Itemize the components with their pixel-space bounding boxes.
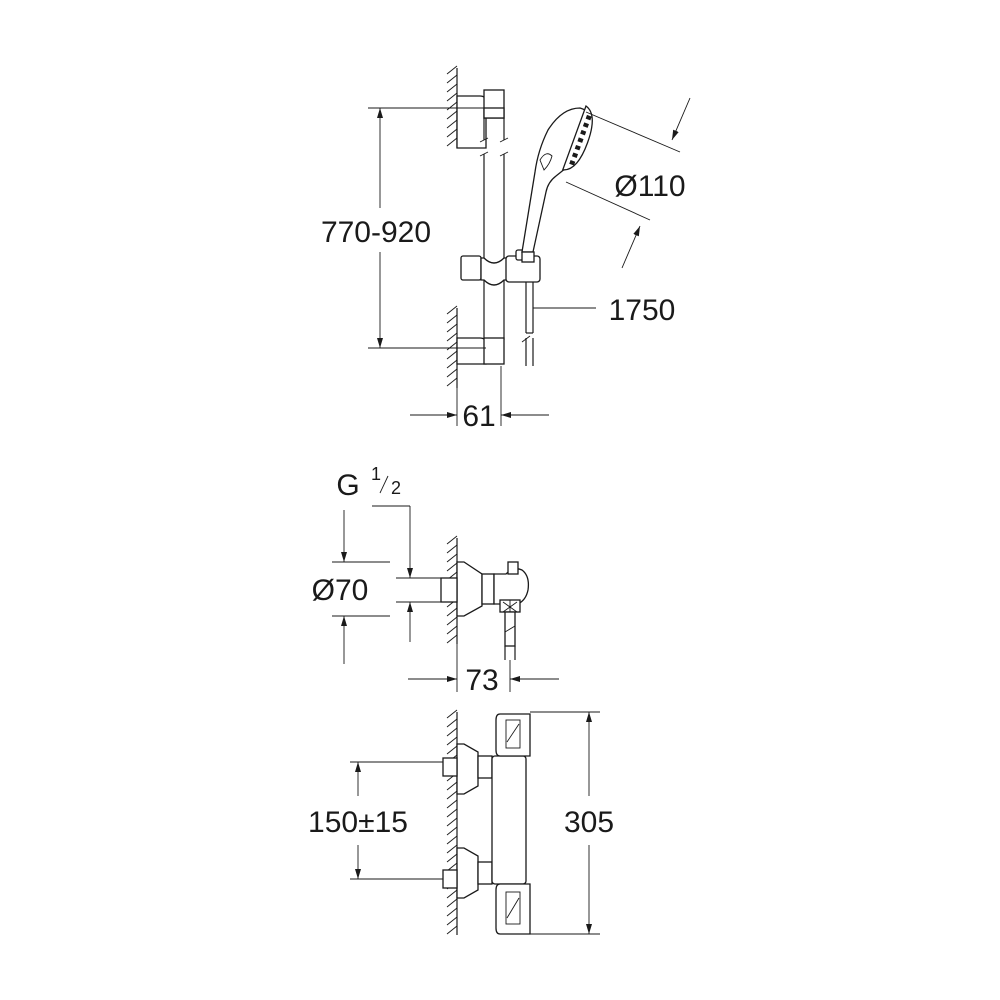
spray-nozzle [577,137,584,143]
hatch-stroke [446,607,458,617]
lower-wall-bracket [456,337,505,365]
hatch-stroke [446,65,458,75]
hatch-stroke [446,853,458,863]
hatch-stroke [446,553,458,563]
thread-letter: G [336,469,359,502]
hatch-stroke [446,817,458,827]
hatch-stroke [446,119,458,129]
shower-set-view: 770-920 Ø110 1750 61 [321,65,691,433]
hatch-stroke [446,736,458,746]
hatch-stroke [446,925,458,935]
spray-nozzle [585,114,592,121]
hatch-stroke [446,790,458,800]
spray-nozzle [582,122,589,128]
dimension-hose-length: 1750 [533,294,675,327]
hatch-stroke [446,808,458,818]
hatch-stroke [446,625,458,635]
hatch-stroke [446,110,458,120]
dimension-body-height: 305 [530,711,614,935]
hatch-stroke [446,128,458,138]
escutcheon-diameter-label: Ø70 [312,574,369,607]
hatch-stroke [446,799,458,809]
hatch-stroke [446,781,458,791]
hatch-stroke [446,323,458,333]
hatch-stroke [446,359,458,369]
hatch-stroke [446,332,458,342]
spray-nozzle [580,129,587,136]
hatch-stroke [446,898,458,908]
hatch-stroke [446,314,458,324]
hatch-stroke [446,835,458,845]
hatch-stroke [446,535,458,545]
hatch-stroke [446,826,458,836]
wall-hatch-upper [446,65,458,148]
upper-wall-bracket [456,89,505,149]
rail-depth-label: 61 [462,400,495,433]
hatch-stroke [446,101,458,111]
dimension-escutcheon-diameter: Ø70 [312,510,390,664]
hatch-stroke [446,74,458,84]
hatch-stroke [446,634,458,644]
hatch-stroke [446,377,458,387]
upper-inlet-escutcheon [442,743,493,795]
thermostat-body [491,713,531,935]
hatch-stroke [446,718,458,728]
body-height-label: 305 [564,806,614,839]
dimension-inlet-spacing: 150±15 [308,761,443,880]
hatch-stroke [446,616,458,626]
head-diameter-label: Ø110 [614,170,685,203]
thread-numerator: 1 [371,464,381,484]
dimension-thread: G 1 2 [336,464,441,642]
hatch-stroke [446,341,458,351]
shower-hose [521,282,534,366]
spray-nozzle [574,144,581,151]
hatch-stroke [446,916,458,926]
hand-shower [521,104,593,263]
hatch-stroke [446,368,458,378]
hatch-stroke [446,562,458,572]
spray-nozzle [571,152,579,158]
dimension-head-diameter: Ø110 [565,97,691,269]
hatch-stroke [446,350,458,360]
dimension-projection: 73 [408,644,559,697]
projection-label: 73 [465,664,498,697]
valve-side-view: G 1 2 Ø70 73 [312,464,559,697]
lower-inlet-escutcheon [442,847,493,899]
spray-nozzle [569,159,576,166]
hose-length-label: 1750 [609,294,676,327]
valve-body-side [493,561,530,660]
hatch-stroke [446,83,458,93]
hatch-stroke [446,889,458,899]
height-range-label: 770-920 [321,216,431,249]
hatch-stroke [446,305,458,315]
hatch-stroke [446,544,458,554]
hatch-stroke [446,727,458,737]
inlet-spacing-label: 150±15 [308,806,408,839]
hatch-stroke [446,92,458,102]
hatch-stroke [446,844,458,854]
shower-rail [479,118,509,340]
valve-escutcheon [440,561,495,617]
hatch-stroke [446,709,458,719]
hatch-stroke [446,745,458,755]
thread-denominator: 2 [391,478,401,498]
dimension-rail-depth: 61 [410,366,549,433]
hatch-stroke [446,137,458,147]
wall-hatch-bottom [446,709,458,935]
wall-hatch-lower [446,305,458,388]
valve-front-view: 150±15 305 [308,709,614,935]
hatch-stroke [446,907,458,917]
dimension-height-range: 770-920 [321,107,486,349]
